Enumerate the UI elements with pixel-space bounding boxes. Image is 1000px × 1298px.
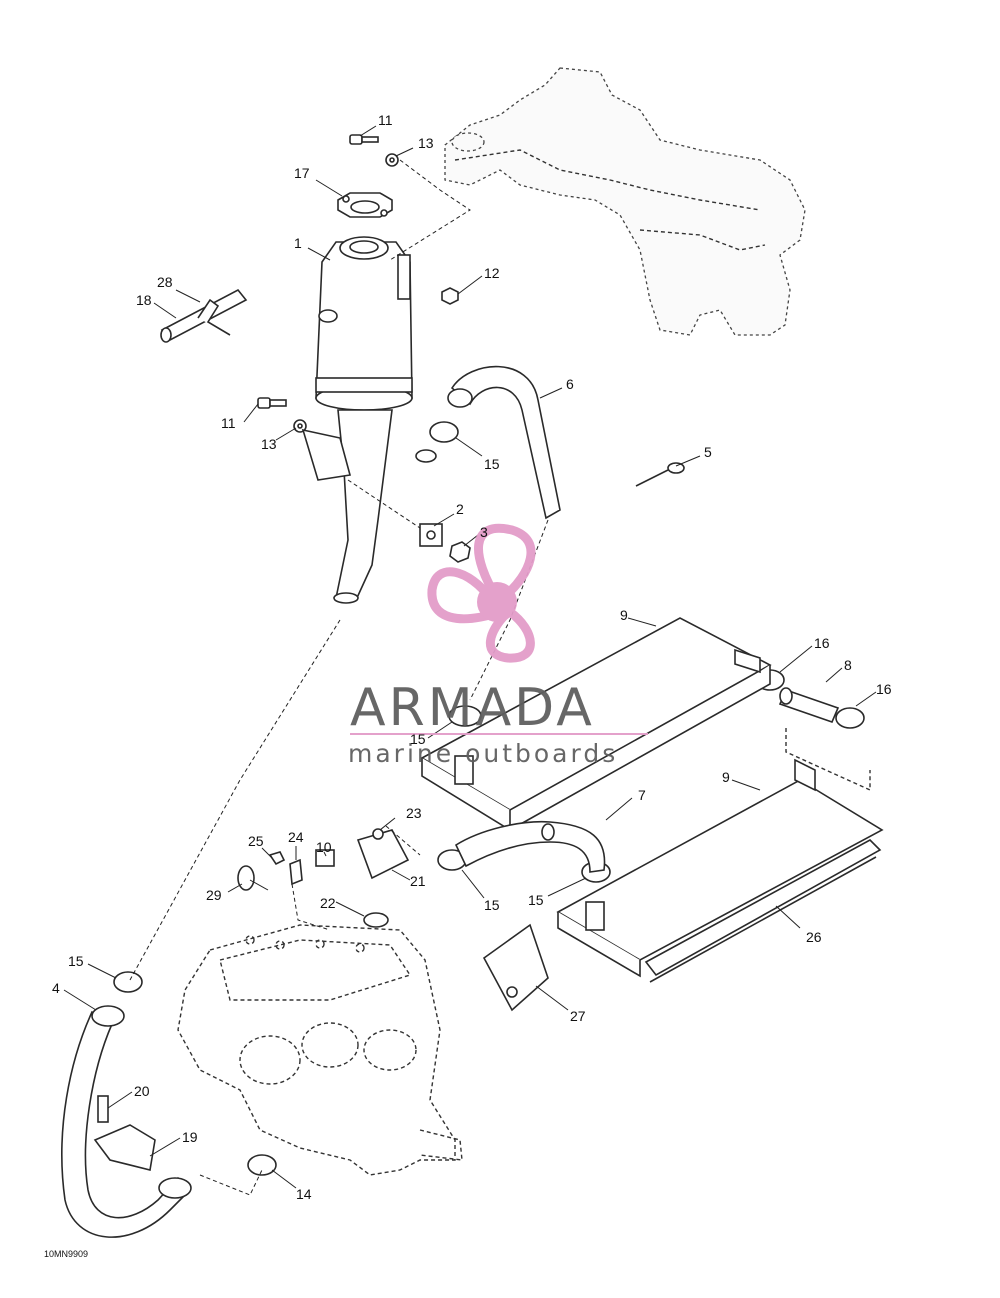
callout-7: 7 xyxy=(638,787,646,803)
callout-8: 8 xyxy=(844,657,852,673)
callout-15-upper: 15 xyxy=(484,456,500,472)
callout-10: 10 xyxy=(316,839,332,855)
callout-1: 1 xyxy=(294,235,302,251)
fasteners-upper xyxy=(257,134,459,433)
callout-12: 12 xyxy=(484,265,500,281)
callout-24: 24 xyxy=(288,829,304,845)
reservoir-bracket xyxy=(301,428,471,563)
propeller-logo xyxy=(427,523,536,663)
hull-frame-outline xyxy=(444,67,806,336)
callout-19: 19 xyxy=(182,1129,198,1145)
callout-25: 25 xyxy=(248,833,264,849)
watermark: ARMADA marine outboards xyxy=(348,523,648,768)
callout-2: 2 xyxy=(456,501,464,517)
hose-bracket xyxy=(482,923,549,1012)
coolant-reservoir xyxy=(315,236,413,604)
callout-4: 4 xyxy=(52,980,60,996)
callout-15-lower-hose: 15 xyxy=(484,897,500,913)
callout-16-right: 16 xyxy=(876,681,892,697)
callout-11-mid: 11 xyxy=(221,415,236,431)
sensor-fittings xyxy=(237,828,410,928)
callout-27: 27 xyxy=(570,1008,586,1024)
callout-3: 3 xyxy=(480,524,488,540)
wire-clip xyxy=(635,462,685,487)
callout-26: 26 xyxy=(806,929,822,945)
callout-17: 17 xyxy=(294,165,310,181)
engine-block xyxy=(177,924,463,1176)
callout-9-upper: 9 xyxy=(620,607,628,623)
callout-15-hx: 15 xyxy=(410,731,426,747)
vent-hose xyxy=(160,288,248,343)
callout-28: 28 xyxy=(157,274,173,290)
mounting-rail xyxy=(644,839,882,983)
lower-hose xyxy=(454,820,606,873)
callout-11-top: 11 xyxy=(378,112,393,128)
callout-23: 23 xyxy=(406,805,422,821)
callout-15-lower-hx: 15 xyxy=(528,892,544,908)
upper-hose xyxy=(447,365,561,520)
callout-29: 29 xyxy=(206,887,222,903)
callout-numbers: 11 13 17 1 12 28 18 6 11 13 15 5 2 3 9 1… xyxy=(52,112,892,1202)
heat-exchanger-lower xyxy=(556,728,884,978)
callout-16-left: 16 xyxy=(814,635,830,651)
watermark-brand: ARMADA xyxy=(350,678,595,738)
callout-13-top: 13 xyxy=(418,135,434,151)
callout-5: 5 xyxy=(704,444,712,460)
callout-20: 20 xyxy=(134,1083,150,1099)
callout-6: 6 xyxy=(566,376,574,392)
callout-leaders xyxy=(63,125,877,1189)
crossover-hose xyxy=(778,687,840,723)
diagram-code: 10MN9909 xyxy=(44,1249,88,1259)
watermark-tagline: marine outboards xyxy=(348,739,618,768)
callout-22: 22 xyxy=(320,895,336,911)
heat-exchanger-upper xyxy=(420,617,772,832)
callout-15-left: 15 xyxy=(68,953,84,969)
callout-14: 14 xyxy=(296,1186,312,1202)
callout-21: 21 xyxy=(410,873,426,889)
inlet-hose xyxy=(61,1005,192,1238)
callout-13-mid: 13 xyxy=(261,436,277,452)
callout-9-lower: 9 xyxy=(722,769,730,785)
callout-18: 18 xyxy=(136,292,152,308)
pressure-cap xyxy=(337,192,393,218)
